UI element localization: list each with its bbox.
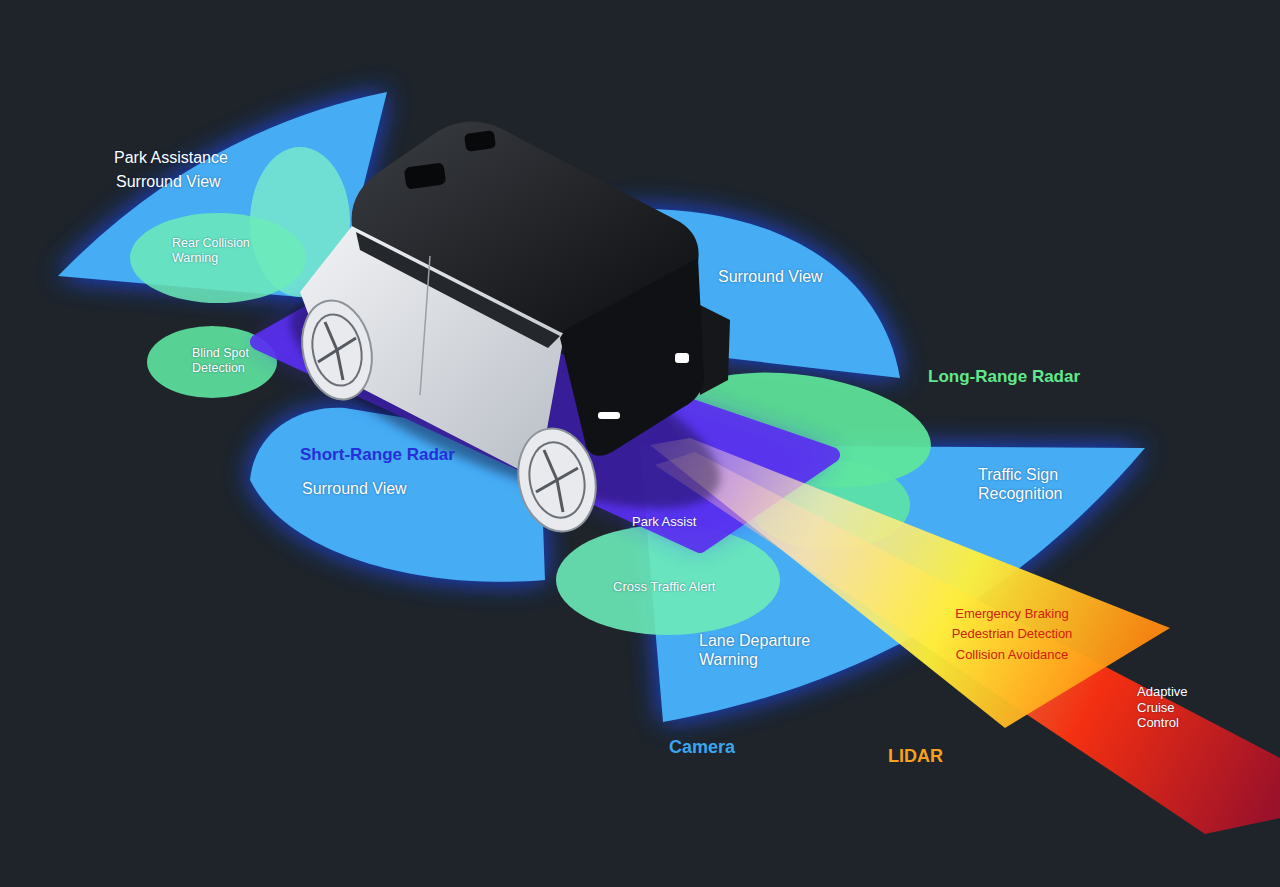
vehicle bbox=[266, 121, 745, 551]
camera-field bbox=[58, 92, 1145, 722]
function-label: Surround View bbox=[302, 479, 407, 498]
function-label: Adaptive Cruise Control bbox=[1137, 684, 1199, 731]
function-label: Emergency Braking bbox=[955, 606, 1068, 622]
sensor-name: Camera bbox=[669, 737, 735, 759]
function-label: Blind Spot Detection bbox=[192, 346, 270, 376]
function-label: Traffic Sign Recognition bbox=[978, 465, 1100, 503]
function-label: Lane Departure Warning bbox=[699, 631, 831, 669]
wheel bbox=[293, 294, 605, 539]
sensor-name: LIDAR bbox=[888, 746, 943, 768]
function-label: Pedestrian Detection bbox=[952, 626, 1073, 642]
lidar-beam bbox=[650, 438, 1280, 834]
glow bbox=[58, 92, 1145, 722]
sensor-name: Long-Range Radar bbox=[928, 367, 1080, 387]
function-label: Collision Avoidance bbox=[956, 647, 1069, 663]
function-label: Surround View bbox=[718, 267, 823, 286]
function-label: Park Assist bbox=[632, 514, 696, 530]
function-label: Cross Traffic Alert bbox=[613, 579, 715, 595]
function-label: Rear Collision Warning bbox=[172, 236, 272, 266]
sensor-name: Short-Range Radar bbox=[300, 445, 455, 465]
function-label: Surround View bbox=[116, 172, 221, 191]
function-label: Park Assistance bbox=[114, 148, 228, 167]
